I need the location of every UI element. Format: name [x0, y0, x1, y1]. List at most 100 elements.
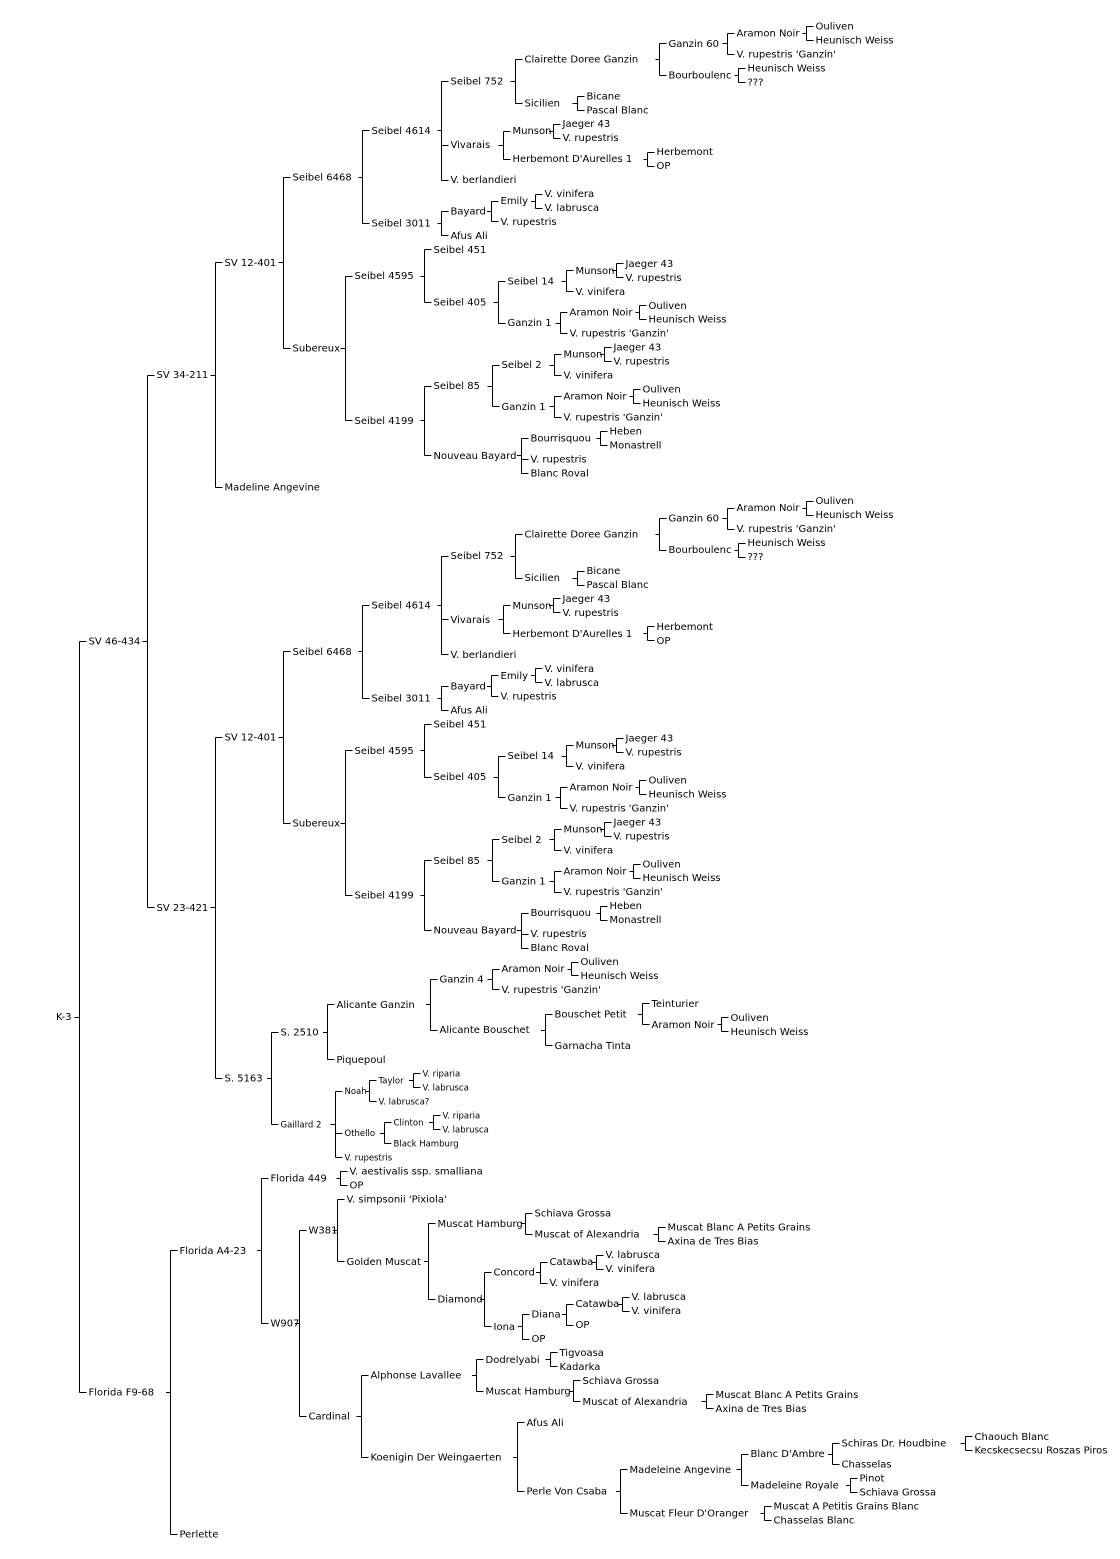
node-label: Jaeger 43	[562, 119, 611, 130]
node-label: ???	[748, 77, 764, 88]
node-label: Seibel 451	[434, 245, 487, 256]
node-label: Heunisch Weiss	[816, 510, 894, 521]
node-label: V. labrusca	[443, 1126, 489, 1136]
node-label: Concord	[494, 1268, 535, 1279]
node-label: Dodrelyabi	[486, 1355, 540, 1366]
node-label: Ganzin 1	[508, 793, 552, 804]
node-label: Afus Ali	[451, 706, 488, 717]
node-label: OP	[576, 1320, 590, 1331]
node-label: Seibel 4614	[372, 601, 431, 612]
node-label: Emily	[501, 196, 529, 207]
node-label: Ganzin 1	[508, 318, 552, 329]
node-label: V. vinifera	[564, 371, 614, 382]
node-label: Heunisch Weiss	[748, 63, 826, 74]
node-label: Ganzin 60	[669, 514, 719, 525]
node-label: V. riparia	[423, 1070, 461, 1080]
node-label: Bayard	[451, 207, 486, 218]
node-label: Seibel 6468	[293, 647, 352, 658]
node-label: Aramon Noir	[502, 964, 566, 975]
node-label: V. labrusca	[545, 678, 599, 689]
node-label: Aramon Noir	[652, 1020, 716, 1031]
node-label: Chaouch Blanc	[975, 1432, 1050, 1443]
node-label: Florida 449	[271, 1173, 327, 1184]
node-label: Seibel 752	[451, 551, 504, 562]
node-label: OP	[532, 1334, 546, 1345]
node-label: Heunisch Weiss	[649, 789, 727, 800]
node-label: Blanc D'Ambre	[751, 1449, 825, 1460]
node-label: Bourrisquou	[531, 433, 592, 444]
node-label: V. rupestris 'Ganzin'	[737, 49, 836, 60]
node-label: K-3	[56, 1012, 71, 1023]
node-label: SV 34-211	[157, 370, 209, 381]
node-label: Nouveau Bayard	[434, 451, 517, 462]
node-label: Seibel 451	[434, 720, 487, 731]
node-label: Othello	[345, 1129, 376, 1139]
node-label: Aramon Noir	[570, 782, 634, 793]
node-label: Gaillard 2	[281, 1120, 322, 1130]
node-label: V. rupestris	[626, 748, 682, 759]
node-label: Schiras Dr. Houdbine	[842, 1439, 947, 1450]
node-label: V. riparia	[443, 1112, 481, 1122]
node-label: Munson	[513, 601, 552, 612]
node-label: Seibel 4199	[355, 891, 414, 902]
node-label: V. rupestris	[531, 929, 587, 940]
node-label: Axina de Tres Bias	[668, 1236, 759, 1247]
node-label: Herbemont	[657, 622, 713, 633]
node-label: Bicane	[587, 566, 621, 577]
node-label: Seibel 4614	[372, 126, 431, 137]
node-label: Ouliven	[649, 776, 687, 787]
node-label: V. vinifera	[545, 664, 595, 675]
node-label: Herbemont D'Aurelles 1	[513, 154, 633, 165]
node-label: Jaeger 43	[625, 259, 674, 270]
node-label: Alicante Ganzin	[337, 1000, 415, 1011]
node-label: V. rupestris 'Ganzin'	[570, 803, 669, 814]
node-label: Chasselas	[842, 1460, 892, 1471]
node-label: Ganzin 1	[502, 402, 546, 413]
node-label: OP	[350, 1180, 364, 1191]
node-label: Seibel 3011	[372, 219, 431, 230]
node-label: Teinturier	[651, 999, 700, 1010]
node-label: Pinot	[860, 1474, 885, 1485]
node-label: V. vinifera	[632, 1306, 682, 1317]
node-label: Ouliven	[649, 301, 687, 312]
node-label: Heben	[610, 901, 643, 912]
node-label: Diana	[532, 1310, 561, 1321]
node-label: Bourboulenc	[669, 70, 732, 81]
node-label: Sicilien	[525, 98, 560, 109]
node-label: SV 23-421	[157, 903, 209, 914]
node-label: Seibel 4595	[355, 746, 414, 757]
node-label: Seibel 14	[508, 751, 554, 762]
node-label: Heunisch Weiss	[581, 971, 659, 982]
node-label: Perle Von Csaba	[527, 1487, 608, 1498]
node-label: Muscat A Petitis Grains Blanc	[774, 1502, 920, 1513]
node-label: Bouschet Petit	[555, 1009, 627, 1020]
node-label: V. vinifera	[564, 845, 614, 856]
node-label: V. vinifera	[606, 1264, 656, 1275]
node-label: V. rupestris	[614, 831, 670, 842]
node-label: V. rupestris	[345, 1154, 393, 1164]
node-label: Aramon Noir	[737, 28, 801, 39]
node-label: W381	[309, 1226, 338, 1237]
node-label: Muscat Blanc A Petits Grains	[668, 1222, 811, 1233]
node-label: Herbemont	[657, 147, 713, 158]
node-label: Diamond	[438, 1295, 483, 1306]
node-label: V. rupestris	[614, 357, 670, 368]
node-label: V. labrusca?	[379, 1098, 430, 1108]
node-label: V. rupestris	[531, 454, 587, 465]
node-label: Piquepoul	[337, 1055, 386, 1066]
node-label: Heunisch Weiss	[643, 399, 721, 410]
node-label: Ouliven	[816, 22, 854, 33]
node-label: Aramon Noir	[737, 503, 801, 514]
node-label: Blanc Roval	[531, 943, 589, 954]
node-label: Alphonse Lavallee	[371, 1371, 462, 1382]
node-label: Munson	[564, 824, 603, 835]
node-label: Ouliven	[643, 385, 681, 396]
node-label: V. vinifera	[545, 189, 595, 200]
node-label: Seibel 4199	[355, 416, 414, 427]
node-label: V. vinifera	[550, 1278, 600, 1289]
node-label: Aramon Noir	[570, 308, 634, 319]
node-label: Heben	[610, 426, 643, 437]
node-label: Heunisch Weiss	[649, 315, 727, 326]
